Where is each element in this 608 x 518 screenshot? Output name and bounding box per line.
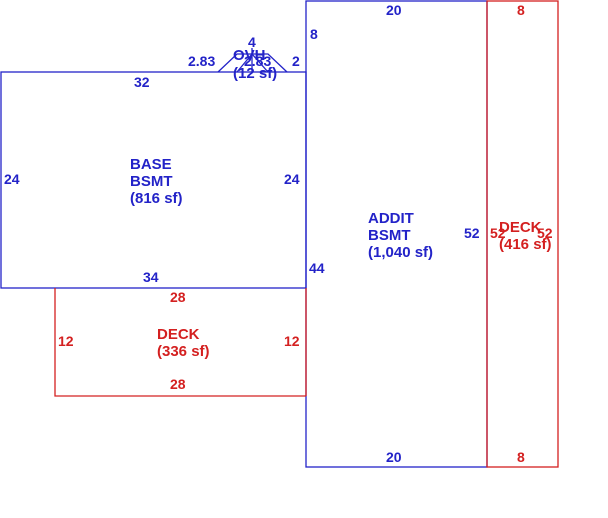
deck-lower-top-dim: 28 bbox=[170, 289, 186, 305]
deck-right-top-dim: 8 bbox=[517, 2, 525, 18]
ovh-top-dim: 4 bbox=[248, 34, 256, 50]
ovh-left-slope-dim: 2.83 bbox=[188, 53, 215, 69]
deck-lower-left-dim: 12 bbox=[58, 333, 74, 349]
base-bsmt-outline bbox=[0, 71, 307, 289]
ovh-diagonal-b bbox=[251, 53, 269, 73]
base-area: (816 sf) bbox=[130, 190, 183, 207]
addit-right-dim: 52 bbox=[464, 225, 480, 241]
deck-right-bottom-dim: 8 bbox=[517, 449, 525, 465]
ovh-area: (12 sf) bbox=[233, 65, 277, 82]
addit-notch-top-dim: 8 bbox=[310, 26, 318, 42]
base-bottom-dim: 34 bbox=[143, 269, 159, 285]
ovh-right-dim: 2 bbox=[292, 53, 300, 69]
base-left-dim: 24 bbox=[4, 171, 20, 187]
base-top-dim: 32 bbox=[134, 74, 150, 90]
addit-name-1: ADDIT bbox=[368, 210, 414, 227]
deck-right-outline bbox=[486, 0, 559, 468]
deck-right-right-dim: 52 bbox=[537, 225, 553, 241]
ovh-name: OVH bbox=[233, 47, 266, 64]
deck-lower-outline bbox=[54, 288, 306, 397]
deck-lower-name: DECK bbox=[157, 326, 200, 343]
deck-right-area: (416 sf) bbox=[499, 236, 552, 253]
ovh-diagonal-a bbox=[236, 53, 253, 73]
addit-top-dim: 20 bbox=[386, 2, 402, 18]
ovh-right-slope-dim: 2.83 bbox=[244, 53, 271, 69]
base-name-2: BSMT bbox=[130, 173, 173, 190]
base-right-dim: 24 bbox=[284, 171, 300, 187]
deck-lower-area: (336 sf) bbox=[157, 343, 210, 360]
deck-lower-bottom-dim: 28 bbox=[170, 376, 186, 392]
addit-bottom-dim: 20 bbox=[386, 449, 402, 465]
deck-lower-right-dim: 12 bbox=[284, 333, 300, 349]
base-name-1: BASE bbox=[130, 156, 172, 173]
deck-right-name: DECK bbox=[499, 219, 542, 236]
addit-name-2: BSMT bbox=[368, 227, 411, 244]
addit-notch-left-dim: 44 bbox=[309, 260, 325, 276]
deck-right-left-dim: 52 bbox=[490, 225, 506, 241]
addit-area: (1,040 sf) bbox=[368, 244, 433, 261]
